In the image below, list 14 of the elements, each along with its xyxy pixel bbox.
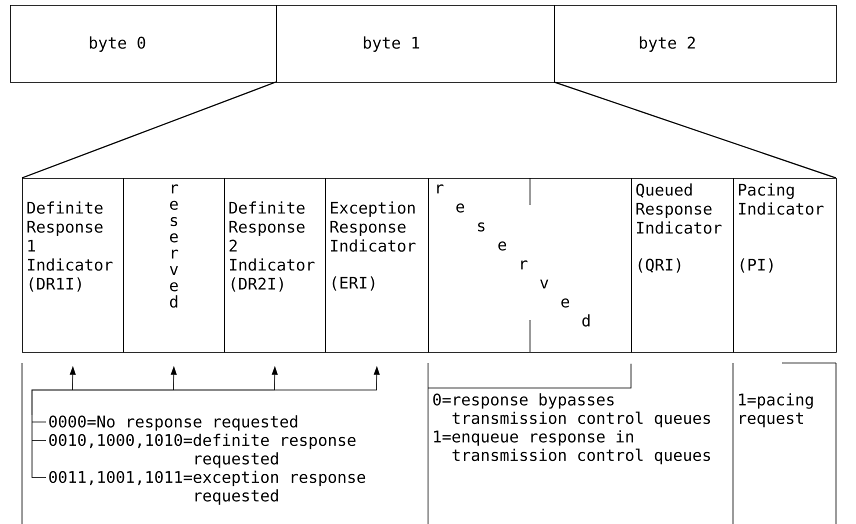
field-box: Exception Response Indicator (ERI) [325, 178, 429, 353]
field-box: Pacing Indicator (PI) [733, 178, 837, 353]
description-text: 1=pacing request [739, 393, 813, 428]
field-box: Queued Response Indicator (QRI) [631, 178, 734, 353]
byte-box: byte 0 [10, 5, 277, 83]
description-text: 0000=No response requested 0010,1000,1010=definite response requested 0011,1001,1011=exception response requested [49, 415, 366, 505]
byte-box: byte 2 [554, 5, 837, 83]
description-text: 0=response bypasses transmission control queues 1=enqueue response in transmission control queues [433, 393, 710, 464]
byte-box: byte 1 [276, 5, 555, 83]
field-box: reserved [428, 178, 632, 353]
field-box: Definite Response 2 Indicator (DR2I) [224, 178, 326, 353]
connector-line [428, 363, 632, 388]
field-box: reserved [123, 178, 225, 353]
field-box: Definite Response 1 Indicator (DR1I) [22, 178, 124, 353]
